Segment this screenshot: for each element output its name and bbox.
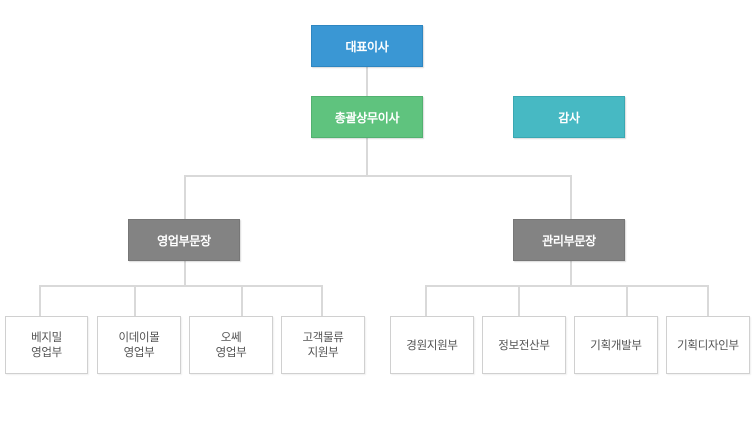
connector-admin-team-1	[425, 285, 427, 317]
node-admin-head: 관리부문장	[513, 219, 625, 261]
node-sales-team: 이데이몰 영업부	[97, 316, 181, 374]
connector-sales-head-down	[184, 260, 186, 286]
connector-sales-team-2	[134, 285, 136, 317]
connector-admin-team-3	[626, 285, 628, 317]
node-sales-team: 베지밀 영업부	[5, 316, 88, 374]
connector-admin-team-4	[707, 285, 709, 317]
connector-admin-team-2	[518, 285, 520, 317]
node-admin-team: 경원지원부	[390, 316, 474, 374]
connector-to-admin-head	[570, 175, 572, 220]
connector-sales-team-4	[321, 285, 323, 317]
connector-sales-bar	[39, 285, 323, 287]
node-audit: 감사	[513, 96, 625, 138]
connector-ceo-coo	[366, 66, 368, 96]
node-ceo: 대표이사	[311, 25, 423, 67]
node-sales-team: 오쎄 영업부	[189, 316, 273, 374]
connector-sales-team-1	[39, 285, 41, 317]
connector-admin-head-down	[570, 260, 572, 286]
node-admin-team: 정보전산부	[482, 316, 566, 374]
node-admin-team: 기획디자인부	[666, 316, 750, 374]
node-coo: 총괄상무이사	[311, 96, 423, 138]
node-sales-team: 고객물류 지원부	[281, 316, 365, 374]
node-sales-head: 영업부문장	[128, 219, 240, 261]
connector-admin-bar	[425, 285, 709, 287]
node-admin-team: 기획개발부	[574, 316, 658, 374]
connector-to-sales-head	[184, 175, 186, 220]
connector-sales-team-3	[241, 285, 243, 317]
connector-coo-trunk	[366, 137, 368, 175]
connector-division-bar	[184, 175, 572, 177]
